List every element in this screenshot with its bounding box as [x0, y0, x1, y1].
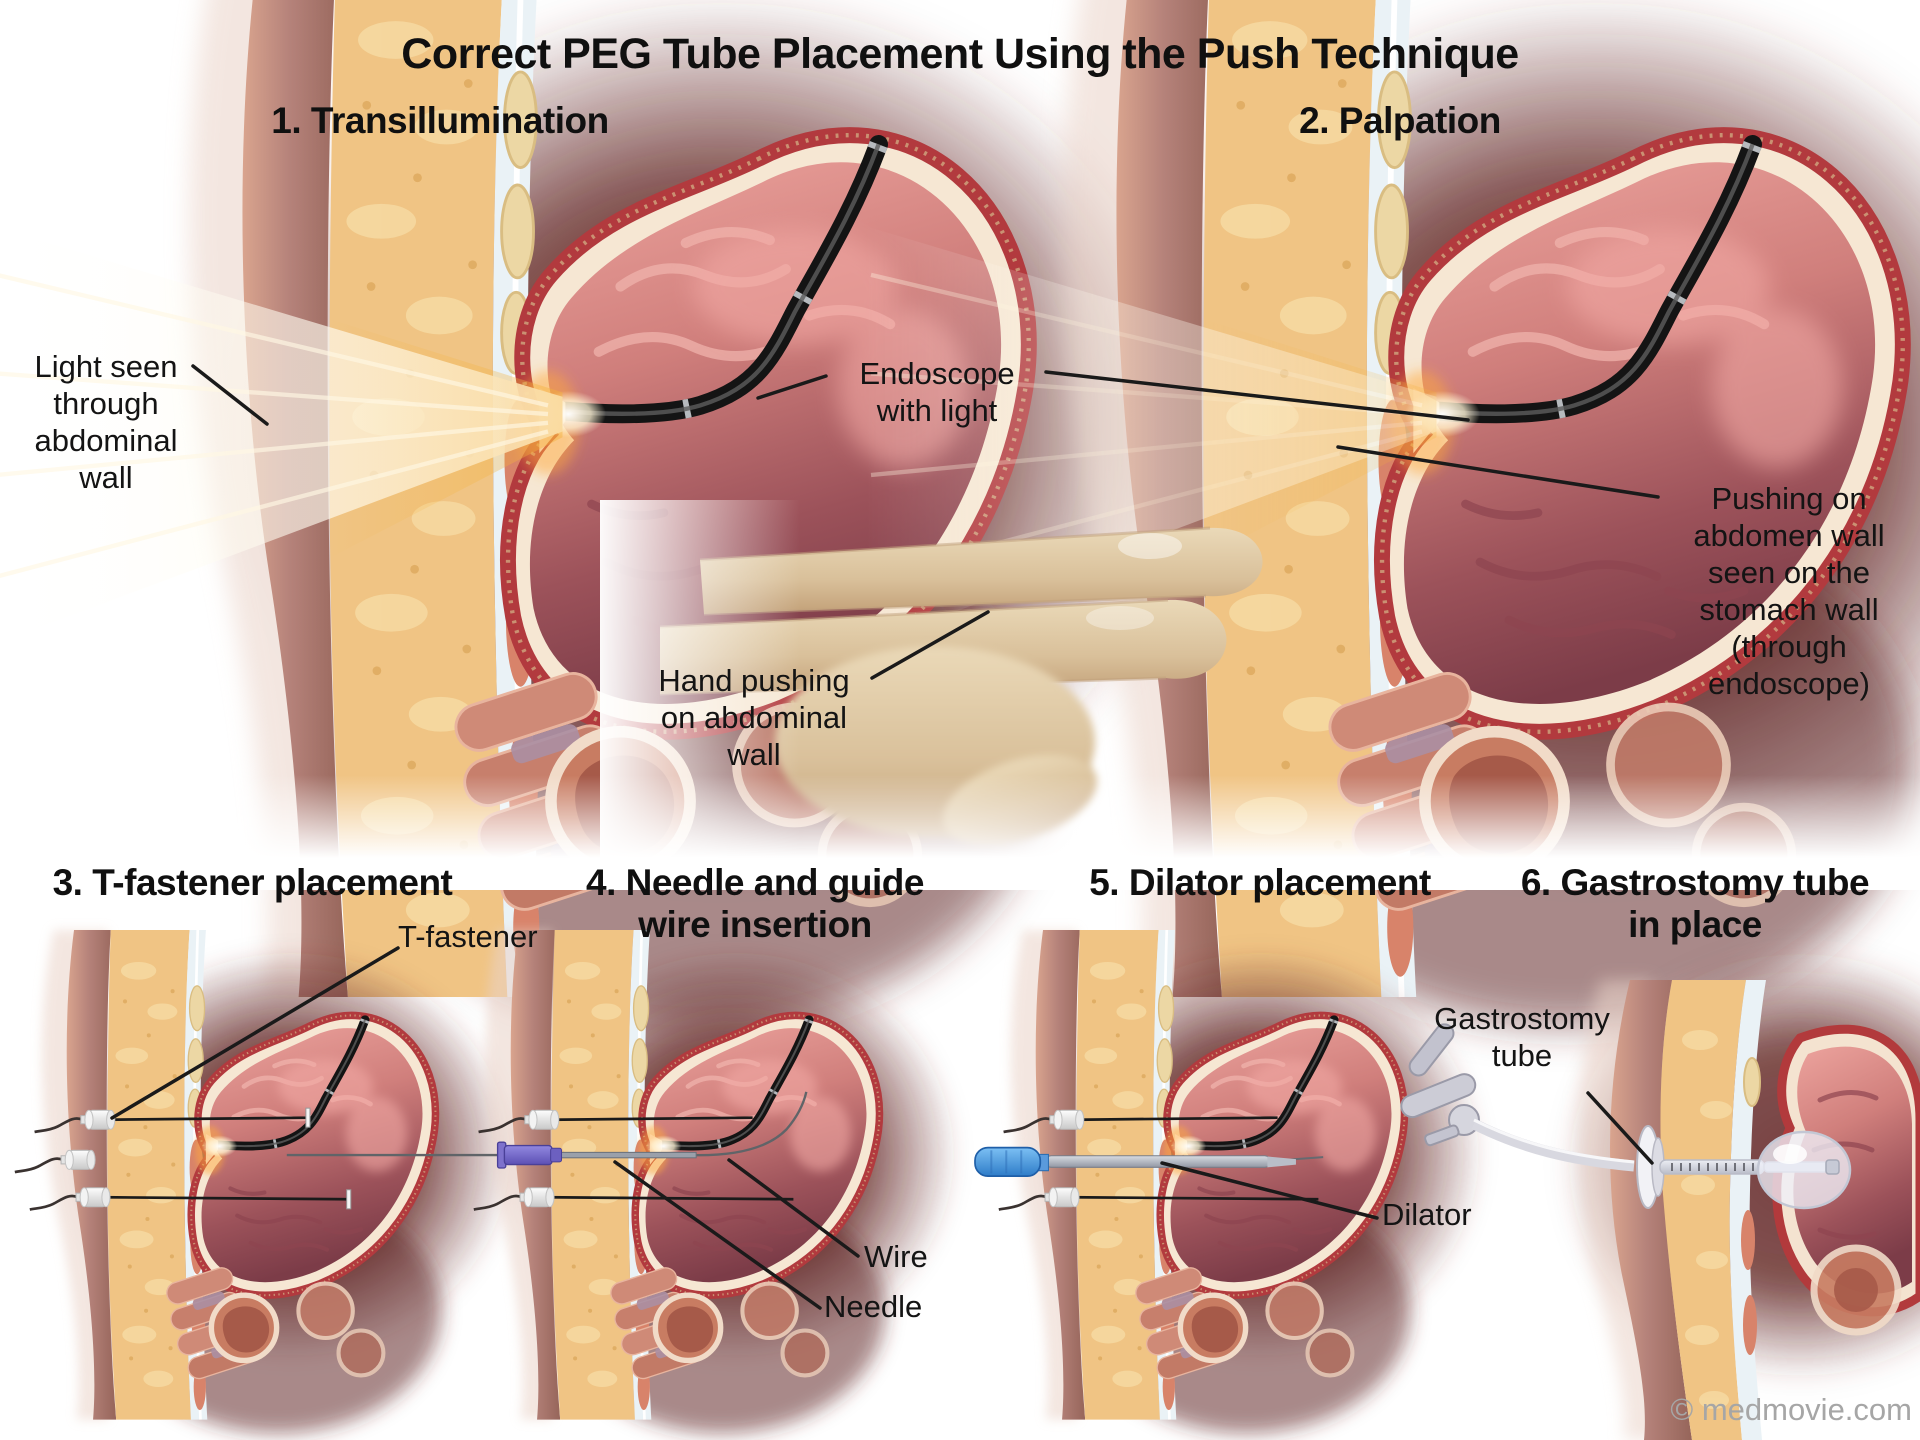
label-light-seen: Light seen through abdominal wall — [34, 349, 178, 495]
label-t-fastener: T-fastener — [398, 919, 538, 954]
label-pushing-on-abdomen: Pushing on abdomen wall seen on the stom… — [1693, 481, 1885, 701]
label-dilator: Dilator — [1382, 1197, 1472, 1232]
needle — [496, 1141, 697, 1169]
label-needle: Needle — [824, 1289, 923, 1324]
label-endoscope-with-light: Endoscope with light — [859, 356, 1015, 428]
watermark: © medmovie.com — [1670, 1392, 1912, 1427]
panel1-heading: 1. Transillumination — [271, 100, 609, 141]
panel5-heading: 5. Dilator placement — [1089, 862, 1431, 903]
panel2-heading: 2. Palpation — [1299, 100, 1501, 141]
label-wire: Wire — [864, 1239, 928, 1274]
panel6-heading: 6. Gastrostomy tube in place — [1520, 862, 1870, 945]
label-hand-pushing: Hand pushing on abdominal wall — [658, 663, 850, 772]
label-gastrostomy-tube: Gastrostomy tube — [1434, 1001, 1610, 1073]
panel3-illustration — [13, 930, 516, 1433]
panel4-heading: 4. Needle and guide wire insertion — [586, 862, 924, 945]
page-title: Correct PEG Tube Placement Using the Pus… — [401, 30, 1519, 78]
panel3-heading: 3. T-fastener placement — [52, 862, 453, 903]
guide-wire — [286, 1091, 808, 1157]
